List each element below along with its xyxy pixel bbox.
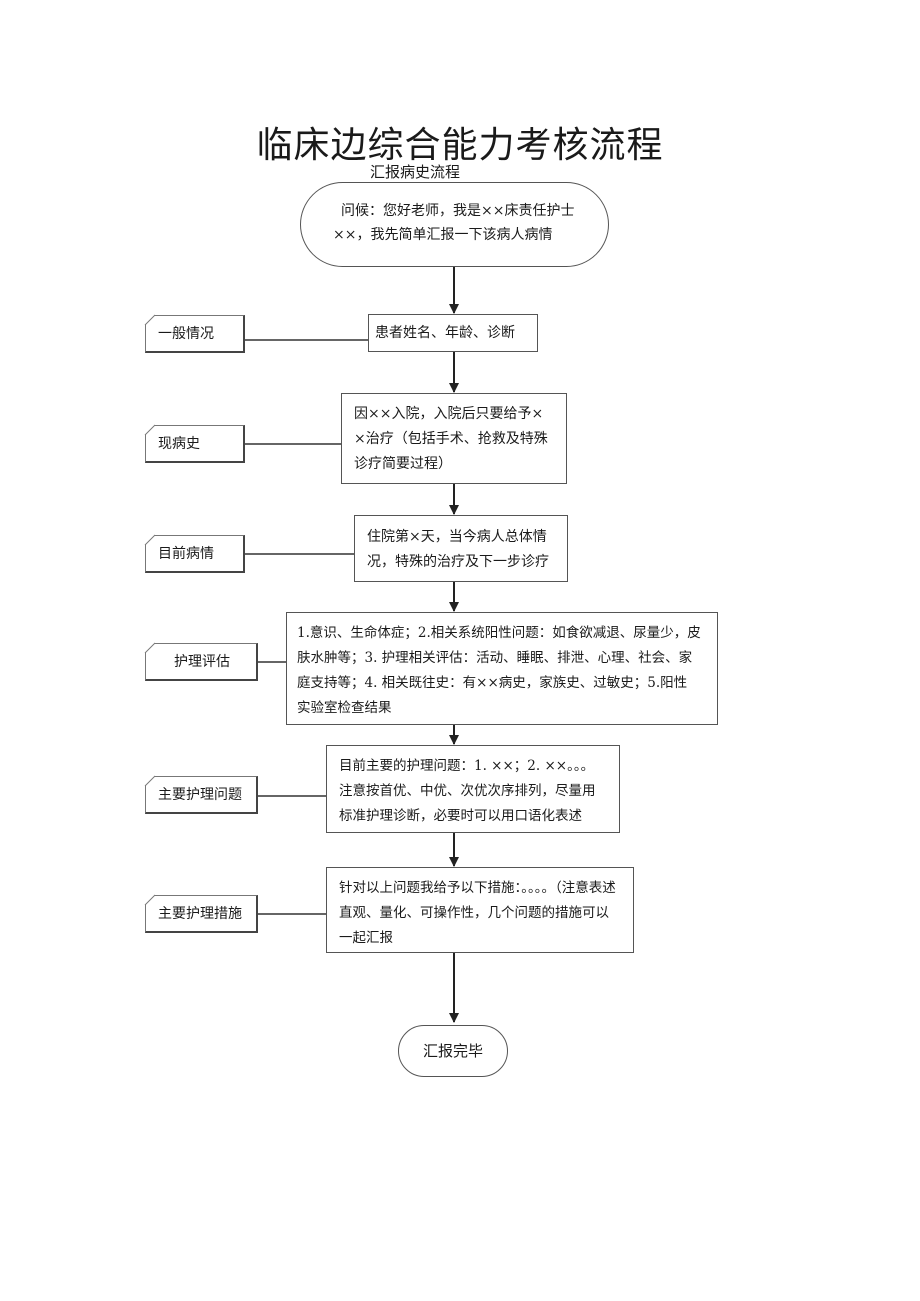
side-label-text: 主要护理问题 <box>158 787 242 803</box>
step-text: 况，特殊的治疗及下一步诊疗 <box>367 554 549 570</box>
step-text: 针对以上问题我给予以下措施：。。。。（注意表述 <box>339 880 616 896</box>
step-box-general: 患者姓名、年龄、诊断 <box>368 314 538 352</box>
start-terminal: 问候：您好老师，我是××床责任护士 ××，我先简单汇报一下该病人病情 <box>300 182 609 267</box>
step-text: 因××入院，入院后只要给予× <box>354 406 544 422</box>
side-label-text: 主要护理措施 <box>158 906 242 922</box>
side-label-nursing-problems: 主要护理问题 <box>145 776 258 814</box>
step-box-nursing-problems: 目前主要的护理问题：1. ××；2. ××。。。 注意按首优、中优、次优次序排列… <box>326 745 620 833</box>
side-label-nursing-measures: 主要护理措施 <box>145 895 258 933</box>
step-text: 庭支持等；4. 相关既往史：有××病史，家族史、过敏史；5.阳性 <box>297 675 688 691</box>
step-text: 实验室检查结果 <box>297 700 392 716</box>
step-text: 肤水肿等；3. 护理相关评估：活动、睡眠、排泄、心理、社会、家 <box>297 650 693 666</box>
step-text: ×治疗（包括手术、抢救及特殊 <box>354 431 548 447</box>
step-text: 住院第×天，当今病人总体情 <box>367 529 547 545</box>
side-label-text: 现病史 <box>158 436 200 452</box>
page-title: 临床边综合能力考核流程 <box>256 125 664 166</box>
step-box-nursing-measures: 针对以上问题我给予以下措施：。。。。（注意表述 直观、量化、可操作性，几个问题的… <box>326 867 634 953</box>
step-box-current-condition: 住院第×天，当今病人总体情 况，特殊的治疗及下一步诊疗 <box>354 515 568 582</box>
step-text: 目前主要的护理问题：1. ××；2. ××。。。 <box>339 758 595 774</box>
flow-subtitle: 汇报病史流程 <box>370 163 461 181</box>
start-line-2: ××，我先简单汇报一下该病人病情 <box>333 227 553 243</box>
step-text: 患者姓名、年龄、诊断 <box>375 325 515 341</box>
step-text: 一起汇报 <box>339 930 393 946</box>
side-label-general: 一般情况 <box>145 315 245 353</box>
step-box-nursing-assessment: 1.意识、生命体症；2.相关系统阳性问题：如食欲减退、尿量少，皮 肤水肿等；3.… <box>286 612 718 725</box>
side-label-text: 护理评估 <box>174 654 230 670</box>
step-text: 标准护理诊断，必要时可以用口语化表述 <box>339 808 582 824</box>
side-label-nursing-assessment: 护理评估 <box>145 643 258 681</box>
end-label: 汇报完毕 <box>422 1042 483 1060</box>
start-line-1: 问候：您好老师，我是××床责任护士 <box>341 203 575 219</box>
side-label-text: 一般情况 <box>158 326 214 342</box>
step-text: 1.意识、生命体症；2.相关系统阳性问题：如食欲减退、尿量少，皮 <box>297 625 701 641</box>
side-label-current-condition: 目前病情 <box>145 535 245 573</box>
side-label-text: 目前病情 <box>158 546 214 562</box>
end-terminal: 汇报完毕 <box>398 1025 508 1077</box>
side-label-present-illness: 现病史 <box>145 425 245 463</box>
step-text: 诊疗简要过程） <box>354 456 452 472</box>
step-box-present-illness: 因××入院，入院后只要给予× ×治疗（包括手术、抢救及特殊 诊疗简要过程） <box>341 393 567 484</box>
step-text: 直观、量化、可操作性，几个问题的措施可以 <box>339 905 609 921</box>
step-text: 注意按首优、中优、次优次序排列，尽量用 <box>339 783 596 799</box>
